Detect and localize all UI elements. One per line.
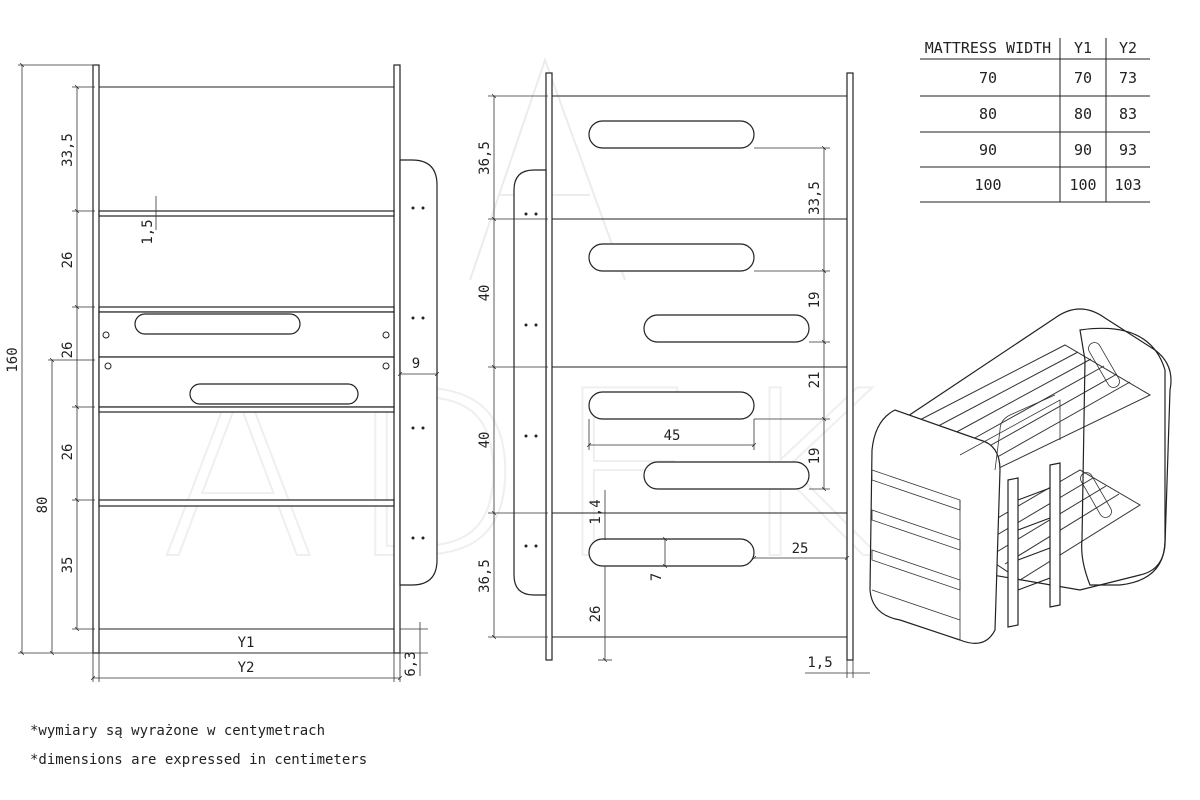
side-dim-slot-gap: 1,4: [588, 499, 604, 524]
table-cell: 93: [1119, 141, 1137, 159]
iso-front-panel: [869, 409, 1001, 644]
dim-ladder-offset: 9: [412, 356, 420, 372]
dim-seg-3: 26: [60, 342, 76, 359]
table-header-y2: Y2: [1119, 39, 1137, 57]
lower-guard-slot: [189, 383, 359, 405]
note-polish: *wymiary są wyrażone w centymetrach: [30, 723, 325, 739]
side-dim-right-4: 19: [807, 448, 823, 465]
side-left-post: [545, 72, 553, 661]
dim-width-y2: Y2: [238, 660, 255, 676]
side-dim-left-2: 40: [477, 285, 493, 302]
side-dim-slot-offset: 25: [792, 541, 809, 557]
table-header-mattress-width: MATTRESS WIDTH: [925, 39, 1051, 57]
side-right-post: [846, 72, 854, 661]
side-dim-right-3: 21: [807, 372, 823, 389]
upper-bed-board: [98, 210, 395, 217]
side-dim-left-3: 40: [477, 432, 493, 449]
table-cell: 100: [1069, 176, 1096, 194]
dim-bottom-clearance: 6,3: [403, 651, 419, 676]
table-cell: 90: [979, 141, 997, 159]
table-cell: 83: [1119, 105, 1137, 123]
side-slot-1: [588, 120, 755, 149]
ladder-side: [399, 159, 438, 586]
side-dim-board-thickness: 1,5: [807, 655, 832, 671]
front-left-post: [92, 64, 100, 654]
side-dim-slot-height: 7: [649, 573, 665, 581]
side-slot-6: [588, 538, 755, 567]
dim-seg-2: 26: [60, 252, 76, 269]
dim-seg-4: 26: [60, 444, 76, 461]
table-cell: 70: [979, 69, 997, 87]
side-dim-slot-length: 45: [664, 428, 681, 444]
table-cell: 103: [1114, 176, 1141, 194]
dim-seg-5: 35: [60, 557, 76, 574]
dim-total-height: 160: [5, 347, 21, 372]
front-right-post: [393, 64, 401, 654]
table-header-y1: Y1: [1074, 39, 1092, 57]
side-slot-2: [588, 243, 755, 272]
side-slot-3: [643, 314, 810, 343]
side-dim-right-1: 33,5: [807, 181, 823, 215]
note-english: *dimensions are expressed in centimeters: [30, 752, 367, 768]
isometric-view: [869, 308, 1172, 644]
iso-ladder: [1007, 462, 1061, 628]
table-cell: 90: [1074, 141, 1092, 159]
side-view: 36,5 40 40 36,5 33,5 19 21 19 45 1,4 7 2…: [477, 72, 870, 678]
dim-board-thickness: 1,5: [140, 219, 156, 244]
dim-lower-height: 80: [35, 497, 51, 514]
table-cell: 100: [974, 176, 1001, 194]
side-dim-left-1: 36,5: [477, 141, 493, 175]
notes: *wymiary są wyrażone w centymetrach *dim…: [30, 723, 367, 768]
side-slot-4: [588, 391, 755, 420]
side-slot-5: [643, 461, 810, 490]
side-ladder: [513, 169, 547, 596]
mattress-table: MATTRESS WIDTH Y1 Y2 70 70 73 80 80 83 9…: [920, 38, 1150, 203]
table-cell: 80: [979, 105, 997, 123]
upper-guard-slot: [134, 313, 301, 335]
side-dim-right-2: 19: [807, 292, 823, 309]
side-dim-bottom-height: 26: [588, 606, 604, 623]
front-view: 160 80 33,5 26 26 26 35 1,5 9 Y1: [5, 62, 440, 682]
table-cell: 80: [1074, 105, 1092, 123]
table-cell: 73: [1119, 69, 1137, 87]
side-dim-left-4: 36,5: [477, 559, 493, 593]
dim-width-y1: Y1: [238, 635, 255, 651]
dim-seg-1: 33,5: [60, 133, 76, 167]
table-cell: 70: [1074, 69, 1092, 87]
lower-bed-board: [98, 499, 395, 507]
